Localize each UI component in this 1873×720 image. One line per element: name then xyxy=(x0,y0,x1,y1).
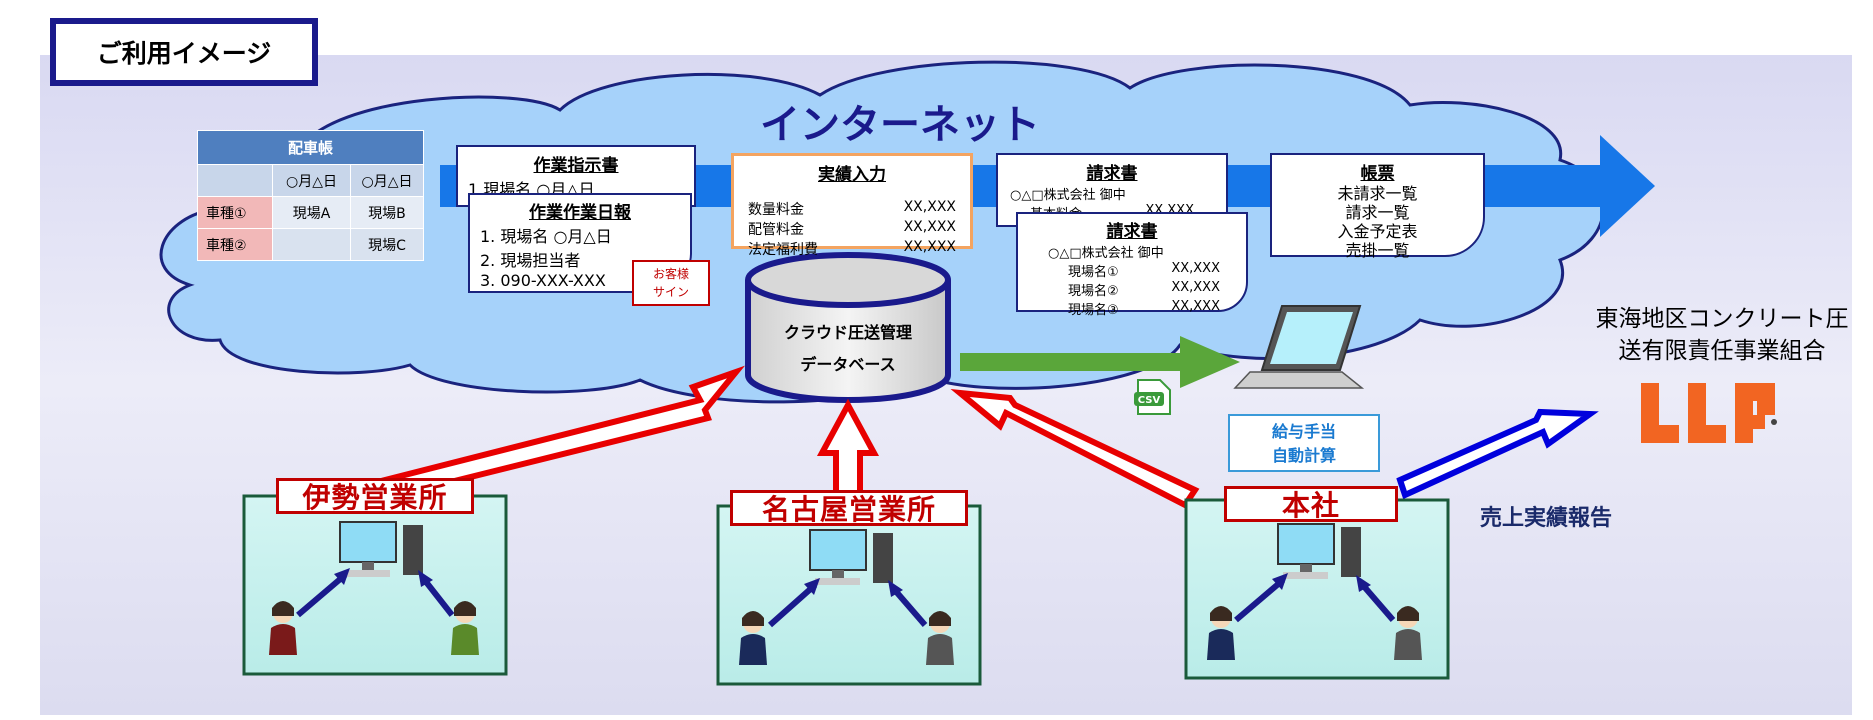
salary-calc-box: 給与手当 自動計算 xyxy=(1228,414,1380,472)
office-label-nagoya: 名古屋営業所 xyxy=(730,490,968,526)
sales-report-label: 売上実績報告 xyxy=(1480,505,1612,531)
haishacho-vehicle-2: 車種② xyxy=(197,228,273,261)
haishacho-title: 配車帳 xyxy=(197,130,424,165)
office-honsha-contents xyxy=(1207,523,1422,660)
union-name-line2: 送有限責任事業組合 xyxy=(1619,338,1826,364)
ledger-item: 入金予定表 xyxy=(1337,222,1418,241)
daily-report-title: 作業作業日報 xyxy=(529,203,631,223)
invoice-doc-2: 請求書 ○△□株式会社 御中 現場名① XX,XXX 現場名② XX,XXX 現… xyxy=(1016,212,1248,318)
haishacho-vehicle-1: 車種① xyxy=(197,196,273,229)
page-title: ご利用イメージ xyxy=(50,18,318,86)
results-row: 配管料金 XX,XXX xyxy=(748,219,956,239)
database-label-1: クラウド圧送管理 xyxy=(784,323,912,342)
ledger-item: 未請求一覧 xyxy=(1337,184,1418,203)
invoice-2-row-value: XX,XXX xyxy=(1171,261,1220,276)
haishacho-table: 配車帳 ○月△日 ○月△日 車種① 現場A 現場B 車種② 現場C xyxy=(197,130,424,261)
haishacho-cell xyxy=(272,228,351,261)
daily-report-line-2: 2. 現場担当者 xyxy=(480,251,581,270)
daily-report-line-1: 1. 現場名 ○月△日 xyxy=(480,227,612,246)
ledger-title: 帳票 xyxy=(1360,164,1395,184)
results-row: 法定福利費 XX,XXX xyxy=(748,239,956,259)
llp-logo xyxy=(1641,383,1777,443)
results-row-value: XX,XXX xyxy=(903,199,956,215)
invoice-2-row: 現場名① XX,XXX xyxy=(1032,261,1232,280)
office-ise-contents xyxy=(269,521,479,655)
results-input-title: 実績入力 xyxy=(818,165,886,185)
laptop-icon xyxy=(1233,305,1365,389)
results-row-label: 数量料金 xyxy=(748,202,804,218)
invoice-2-row-value: XX,XXX xyxy=(1171,299,1220,314)
results-row-label: 配管料金 xyxy=(748,222,804,238)
invoice-2-row: 現場名③ XX,XXX xyxy=(1032,299,1232,318)
results-row-value: XX,XXX xyxy=(903,219,956,235)
cloud-database: クラウド圧送管理 データベース xyxy=(745,252,951,403)
results-input-doc: 実績入力 数量料金 XX,XXX 配管料金 XX,XXX 法定福利費 XX,XX… xyxy=(731,153,973,258)
haishacho-cell: 現場B xyxy=(350,196,424,229)
salary-calc-line-2: 自動計算 xyxy=(1271,446,1336,465)
invoice-2-to: ○△□株式会社 御中 xyxy=(1048,246,1164,261)
csv-file-icon: CSV xyxy=(1134,379,1171,415)
stamp-line-1: お客様 xyxy=(652,267,689,281)
invoice-2-row-label: 現場名③ xyxy=(1068,303,1119,318)
haishacho-date-2: ○月△日 xyxy=(350,164,424,197)
office-nagoya-contents xyxy=(739,529,954,665)
csv-label: CSV xyxy=(1138,395,1161,406)
ledger-item: 売掛一覧 xyxy=(1345,241,1410,260)
haishacho-corner xyxy=(197,164,273,197)
database-label-2: データベース xyxy=(800,355,895,374)
stamp-line-2: サイン xyxy=(652,285,689,299)
daily-report-line-3: 3. 090-XXX-XXX xyxy=(480,271,606,290)
red-arrow-honsha xyxy=(950,389,1200,509)
blue-arrow-report xyxy=(1396,408,1599,500)
invoice-2-row-label: 現場名① xyxy=(1068,265,1119,280)
invoice-2-row-value: XX,XXX xyxy=(1171,280,1220,295)
green-arrow xyxy=(960,336,1240,388)
results-row: 数量料金 XX,XXX xyxy=(748,199,956,219)
red-arrow-nagoya xyxy=(816,398,880,498)
customer-sign-stamp: お客様 サイン xyxy=(632,260,710,306)
work-order-title: 作業指示書 xyxy=(533,156,619,176)
internet-label: インターネット xyxy=(760,102,1040,148)
invoice-2-title: 請求書 xyxy=(1106,222,1158,242)
ledger-doc: 帳票 未請求一覧 請求一覧 入金予定表 売掛一覧 xyxy=(1270,153,1485,260)
office-label-ise: 伊勢営業所 xyxy=(276,478,474,514)
invoice-2-row: 現場名② XX,XXX xyxy=(1032,280,1232,299)
ledger-item: 請求一覧 xyxy=(1345,203,1410,222)
invoice-2-row-label: 現場名② xyxy=(1068,284,1119,299)
salary-calc-line-1: 給与手当 xyxy=(1271,422,1336,441)
results-row-value: XX,XXX xyxy=(903,239,956,255)
haishacho-cell: 現場C xyxy=(350,228,424,261)
invoice-1-to: ○△□株式会社 御中 xyxy=(1010,188,1126,203)
invoice-1-title: 請求書 xyxy=(1086,164,1138,184)
haishacho-cell: 現場A xyxy=(272,196,351,229)
office-label-honsha: 本社 xyxy=(1224,486,1398,522)
haishacho-date-1: ○月△日 xyxy=(272,164,351,197)
results-row-label: 法定福利費 xyxy=(748,242,818,258)
union-name-line1: 東海地区コンクリート圧 xyxy=(1596,306,1849,332)
